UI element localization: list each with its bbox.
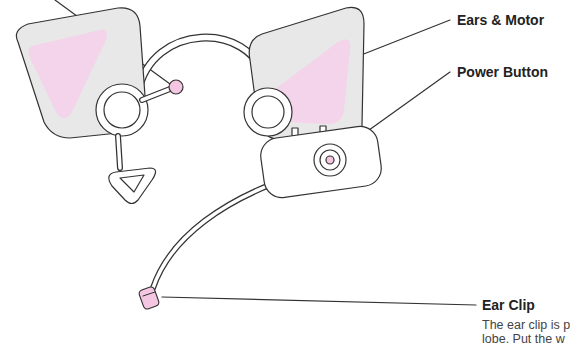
power-button [314,144,346,176]
right-ear [249,7,364,146]
note-text: The ear clip is p lobe. Put the w [482,318,588,346]
ear-clip [138,286,160,310]
ear-hook [109,168,156,204]
control-housing [258,124,383,200]
left-earpiece [96,84,148,136]
part-label: Ear Clip [482,297,535,313]
part-label: Ears & Motor [457,12,544,28]
right-earpiece [244,88,292,136]
headband [138,38,264,92]
leader-line [162,297,476,305]
part-label: Power Button [457,64,548,80]
mic-ball [169,80,183,94]
cable [153,184,272,288]
left-ear [16,8,146,138]
left-ear-inner [28,30,107,118]
